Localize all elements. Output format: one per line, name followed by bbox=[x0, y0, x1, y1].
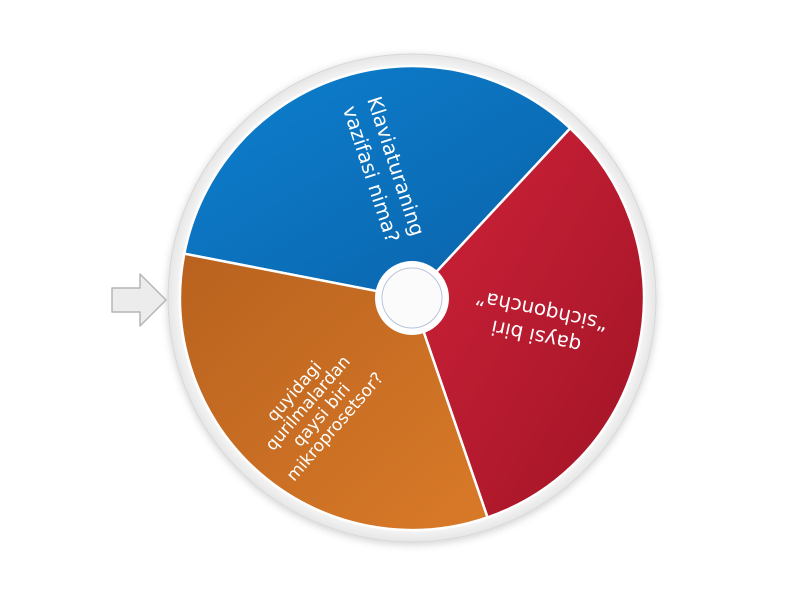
segment-blue[interactable] bbox=[182, 64, 572, 300]
segment-red[interactable] bbox=[410, 126, 646, 519]
arrow-right-icon bbox=[111, 273, 167, 327]
wheel-hub[interactable] bbox=[375, 261, 449, 335]
